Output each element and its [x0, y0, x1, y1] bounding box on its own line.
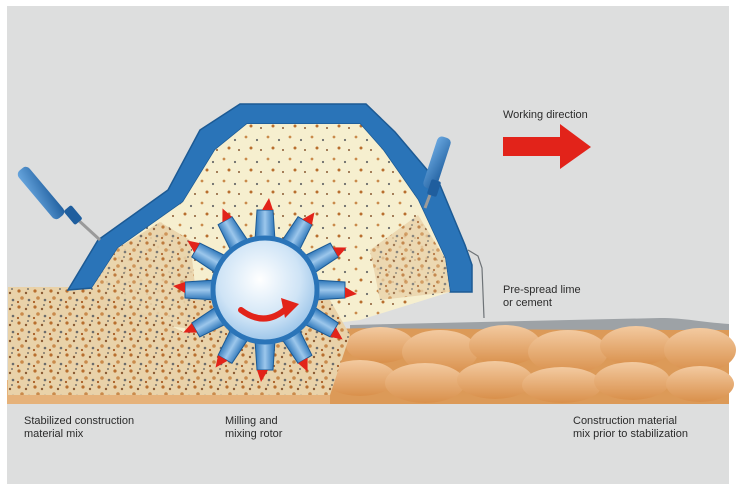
pre-spread-line-1: Pre-spread lime	[503, 284, 581, 297]
stabilized-line-2: material mix	[24, 428, 134, 441]
pre-spread-line-2: or cement	[503, 297, 581, 310]
construction-line-2: mix prior to stabilization	[573, 428, 688, 441]
working-direction-arrow	[503, 124, 591, 169]
left-lever	[16, 165, 100, 240]
rotor-drum	[213, 238, 317, 342]
working-direction-label: Working direction	[503, 109, 588, 122]
pre-spread-label: Pre-spread lime or cement	[503, 284, 581, 310]
construction-line-1: Construction material	[573, 415, 688, 428]
construction-material-label: Construction material mix prior to stabi…	[573, 415, 688, 441]
construction-material	[324, 325, 736, 404]
rotor-label: Milling and mixing rotor	[225, 415, 282, 441]
stabilized-line-1: Stabilized construction	[24, 415, 134, 428]
stabilized-mix-label: Stabilized construction material mix	[24, 415, 134, 441]
rotor-line-2: mixing rotor	[225, 428, 282, 441]
rotor-line-1: Milling and	[225, 415, 282, 428]
